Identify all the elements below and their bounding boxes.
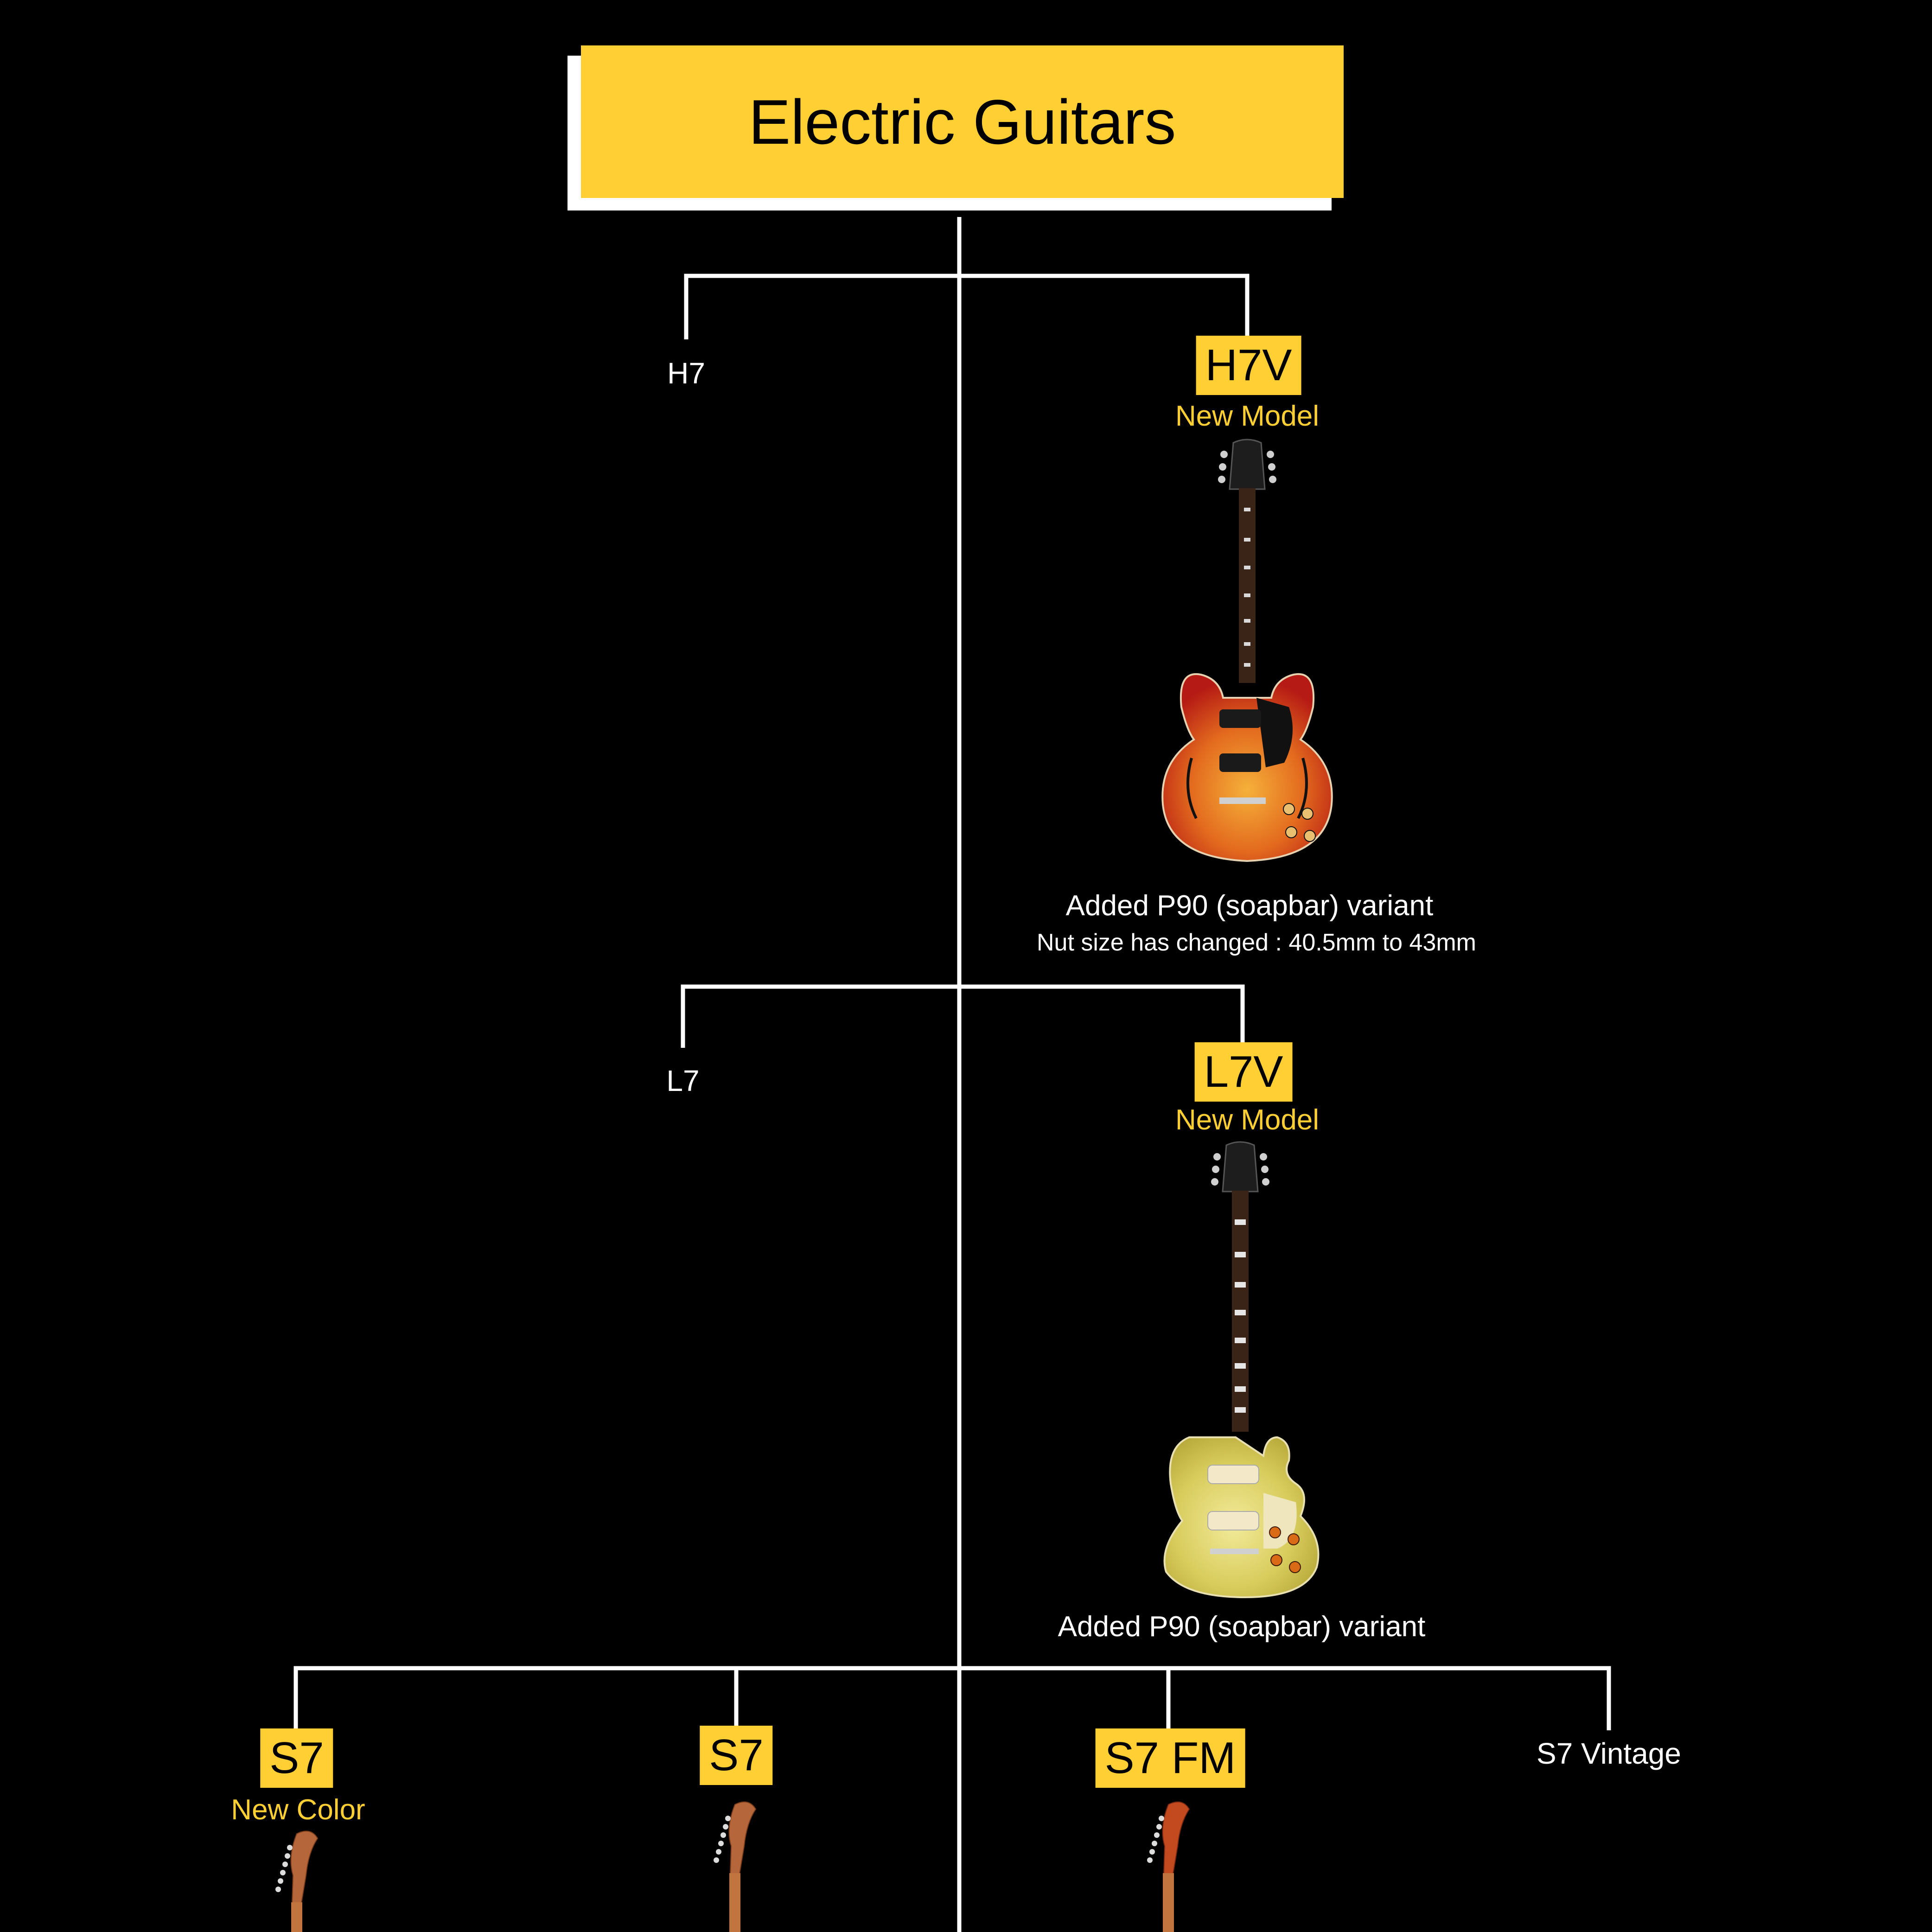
node-h7v-note-1: Added P90 (soapbar) variant bbox=[1065, 890, 1434, 922]
node-h7v-tag: H7V bbox=[1196, 336, 1301, 395]
node-l7v-tag: L7V bbox=[1194, 1042, 1293, 1102]
single-cut-guitar-icon bbox=[1163, 1141, 1320, 1599]
node-h7-label: H7 bbox=[667, 357, 705, 390]
strat-headstock-icon bbox=[714, 1801, 757, 1932]
strat-headstock-icon bbox=[275, 1830, 319, 1932]
node-l7v-status: New Model bbox=[1175, 1104, 1320, 1136]
node-h7v-status: New Model bbox=[1175, 400, 1320, 432]
node-s7-tag: S7 bbox=[700, 1726, 773, 1785]
node-s7-new-color-tag: S7 bbox=[260, 1728, 333, 1788]
node-h7v-note-2: Nut size has changed : 40.5mm to 43mm bbox=[1036, 929, 1477, 956]
node-s7-fm-tag: S7 FM bbox=[1095, 1728, 1245, 1788]
node-l7-label: L7 bbox=[666, 1064, 700, 1097]
node-l7v-note-1: Added P90 (soapbar) variant bbox=[1058, 1611, 1426, 1643]
semi-hollow-guitar-icon bbox=[1161, 439, 1333, 862]
node-s7-vintage-label: S7 Vintage bbox=[1537, 1737, 1681, 1770]
node-s7-new-color-status: New Color bbox=[231, 1794, 365, 1826]
diagram-title: Electric Guitars bbox=[581, 45, 1344, 198]
strat-headstock-icon bbox=[1147, 1801, 1190, 1932]
